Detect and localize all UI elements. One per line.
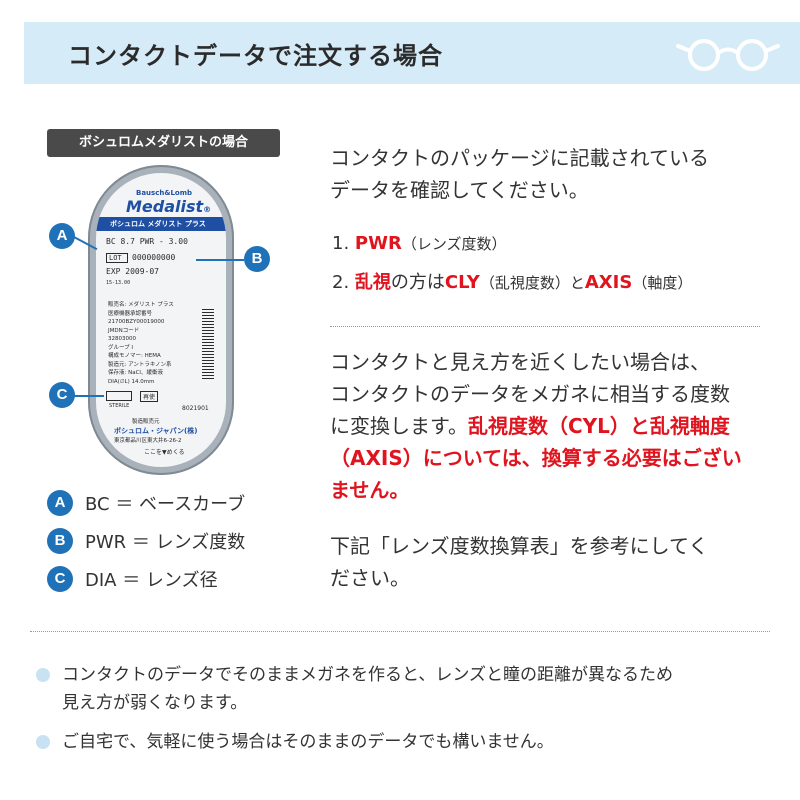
note-line: コンタクトのデータでそのままメガネを作ると、レンズと瞳の距離が異なるため: [62, 665, 673, 685]
para-emphasis-line: （AXIS）については、換算する必要はござい: [330, 446, 742, 470]
list-number: 2.: [332, 272, 355, 293]
legend-text-b: PWR ＝ レンズ度数: [85, 532, 246, 553]
package-sterile-label: STERILE: [109, 403, 130, 409]
divider-full: [30, 631, 770, 632]
list-part: AXIS: [584, 272, 633, 293]
package-info-line: DIA(∅L) 14.0mm: [108, 378, 155, 385]
package-sterile-value: 再使: [140, 391, 159, 402]
list-item-2: 2. 乱視の方はCLY（乱視度数）とAXIS（軸度）: [332, 268, 692, 294]
case-label: ボシュロムメダリストの場合: [47, 129, 280, 157]
callout-line-c: [74, 395, 104, 397]
package-band-text: ボシュロム メダリスト プラス: [110, 220, 206, 228]
legend-badge-c: C: [47, 566, 73, 592]
glasses-icon: [676, 39, 780, 71]
legend-row-b: B PWR ＝ レンズ度数: [47, 528, 245, 554]
package-small-code: 15-13.00: [106, 280, 131, 286]
note-1: コンタクトのデータでそのままメガネを作ると、レンズと瞳の距離が異なるため 見え方…: [62, 661, 782, 717]
note-bullet-icon: [36, 668, 50, 682]
note-2: ご自宅で、気軽に使う場合はそのままのデータでも構いません。: [62, 728, 782, 756]
intro-text: コンタクトのパッケージに記載されている データを確認してください。: [330, 142, 770, 206]
para-line: コンタクトのデータをメガネに相当する度数: [330, 382, 730, 406]
para-plain: に変換します。: [330, 414, 468, 438]
package-lot-value: 000000000: [132, 253, 176, 262]
package-exp: EXP 2009-07: [106, 267, 159, 276]
package-product-mark: ®: [203, 205, 212, 214]
list-part: CLY: [444, 272, 480, 293]
package-info-line: 32803000: [108, 336, 136, 342]
reference-paragraph: 下記「レンズ度数換算表」を参考にしてく ださい。: [330, 530, 770, 594]
package-info-line: 製造元: アントラキノン系: [108, 361, 172, 368]
package-product: Medalist®: [126, 197, 211, 216]
package-bc-pwr: BC 8.7 PWR - 3.00: [106, 237, 188, 246]
package-band: ボシュロム メダリスト プラス: [96, 217, 226, 231]
legend-badge-b: B: [47, 528, 73, 554]
legend-text-c: DIA ＝ レンズ径: [85, 570, 218, 591]
intro-line: コンタクトのパッケージに記載されている: [330, 146, 709, 170]
package-info-block: 販売名: メダリスト プラス 医療機器承認番号 21700BZY00019000…: [108, 301, 198, 386]
legend-row-a: A BC ＝ ベースカーブ: [47, 490, 245, 516]
para-emphasis: 乱視度数（CYL）と乱視軸度: [468, 414, 730, 438]
callout-badge-b: B: [244, 246, 270, 272]
package-brand: Bausch&Lomb: [136, 189, 193, 197]
note-line: ご自宅で、気軽に使う場合はそのままのデータでも構いません。: [62, 732, 554, 752]
list-part: PWR: [354, 233, 402, 254]
page-title: コンタクトデータで注文する場合: [68, 42, 443, 70]
legend-row-c: C DIA ＝ レンズ径: [47, 566, 218, 592]
para-emphasis-line: ません。: [330, 478, 410, 502]
package-info-line: 医療機器承認番号: [108, 310, 153, 317]
package-info-line: 保存液: NaCl、緩衝液: [108, 370, 163, 376]
package-vendor-label: 製造販売元: [132, 419, 160, 425]
legend-badge-a: A: [47, 490, 73, 516]
package-vendor-address: 東京都品川区東大井6-26-2: [114, 438, 182, 444]
package-lot-label: LOT: [109, 254, 122, 262]
list-item-1: 1. PWR（レンズ度数）: [332, 233, 507, 254]
package-right-code: 8021901: [182, 405, 209, 412]
package-info-line: 販売名: メダリスト プラス: [108, 302, 174, 308]
list-part: の方は: [390, 272, 445, 293]
package-barcode: [202, 309, 214, 379]
para-line: 下記「レンズ度数換算表」を参考にしてく: [330, 534, 709, 558]
note-bullet-icon: [36, 735, 50, 749]
callout-line-b: [196, 259, 244, 261]
intro-line: データを確認してください。: [330, 178, 589, 202]
package-peel-text: ここを▼めくる: [144, 449, 185, 456]
list-part: （軸度）: [632, 274, 693, 292]
package-vendor-name: ボシュロム・ジャパン(株): [114, 427, 198, 435]
legend-text-a: BC ＝ ベースカーブ: [85, 494, 246, 515]
para-line: コンタクトと見え方を近くしたい場合は、: [330, 350, 710, 374]
callout-badge-c: C: [49, 382, 75, 408]
package-lot-box: LOT: [106, 253, 128, 263]
divider-right: [330, 326, 760, 327]
para-line: ださい。: [330, 566, 410, 590]
conversion-paragraph: コンタクトと見え方を近くしたい場合は、 コンタクトのデータをメガネに相当する度数…: [330, 346, 770, 506]
callout-badge-a: A: [49, 223, 75, 249]
package-sterile-box: STERILE: [106, 391, 133, 409]
package-info-line: JMDNコード: [108, 327, 140, 334]
list-part: （乱視度数）と: [479, 274, 585, 292]
package-label: Bausch&Lomb Medalist® ボシュロム メダリスト プラス BC…: [96, 173, 226, 467]
contact-lens-package: Bausch&Lomb Medalist® ボシュロム メダリスト プラス BC…: [88, 165, 234, 475]
package-info-line: 21700BZY00019000: [108, 319, 165, 325]
package-product-name: Medalist: [126, 197, 204, 216]
note-line: 見え方が弱くなります。: [62, 693, 248, 713]
package-info-line: グループ Ⅰ: [108, 344, 134, 351]
para-line: に変換します。乱視度数（CYL）と乱視軸度: [330, 410, 770, 442]
header-band: コンタクトデータで注文する場合: [24, 22, 800, 84]
package-info-line: 構成モノマー: HEMA: [108, 353, 161, 359]
list-number: 1.: [332, 233, 355, 254]
list-part: 乱視: [354, 272, 391, 293]
list-part: （レンズ度数）: [401, 235, 507, 253]
